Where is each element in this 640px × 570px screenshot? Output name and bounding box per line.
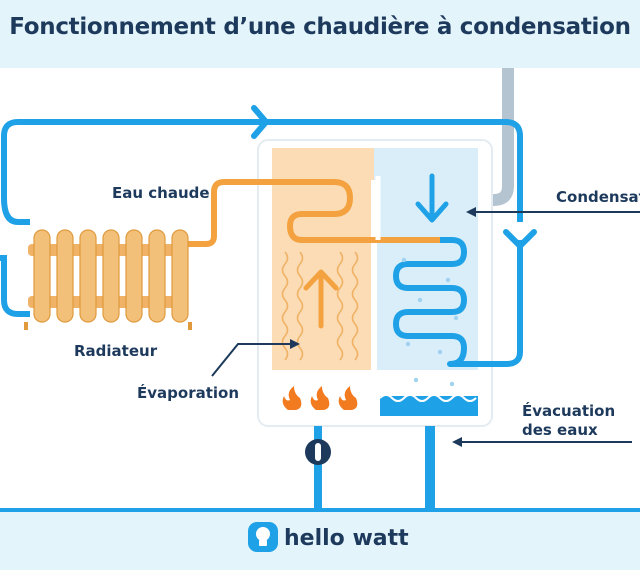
radiator-inlet-pipe — [0, 255, 30, 317]
condenser-coil-return — [474, 240, 523, 367]
label-hot-water: Eau chaude — [112, 184, 210, 202]
brand-name: hello watt — [284, 526, 409, 551]
label-drain-line2: des eaux — [522, 421, 598, 439]
title-bar — [0, 0, 640, 68]
rising-heat-arrow — [303, 269, 339, 329]
hot-water-pipe — [186, 179, 360, 247]
radiator-illustration — [24, 229, 192, 330]
burner-flames — [282, 386, 358, 410]
label-evaporation: Évaporation — [137, 384, 240, 402]
condensate-water — [380, 396, 478, 416]
flow-arrow-right — [503, 229, 537, 249]
label-condensation: Condensation — [556, 188, 640, 206]
condensate-droplets — [401, 257, 459, 387]
gas-valve-icon — [305, 439, 331, 465]
water-surface-wave — [379, 394, 477, 402]
condenser-coil — [393, 237, 474, 367]
evaporation-pointer — [211, 339, 300, 377]
footer-band — [0, 508, 640, 570]
radiator-return-pipe — [1, 197, 30, 225]
condensing-down-arrow — [415, 173, 449, 223]
return-water-circuit — [1, 119, 523, 222]
label-drain-line1: Évacuation — [522, 402, 616, 420]
lightbulb-icon — [248, 522, 278, 552]
exhaust-pipe — [470, 68, 514, 206]
page-title: Fonctionnement d’une chaudière à condens… — [9, 14, 631, 40]
label-radiator: Radiateur — [74, 342, 158, 360]
flow-arrow-top — [251, 105, 269, 139]
